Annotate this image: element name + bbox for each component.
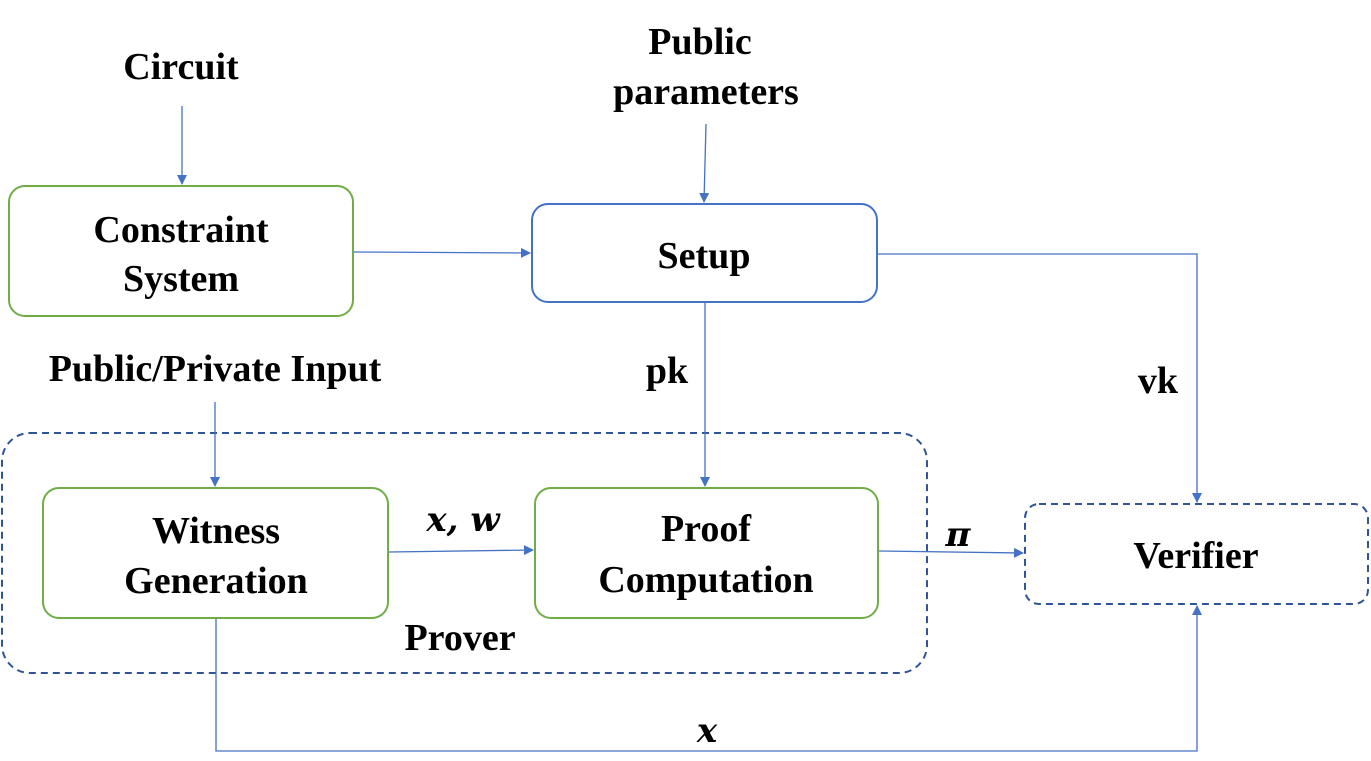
constraint-system-box xyxy=(8,185,354,317)
pi-label: π xyxy=(945,515,972,555)
x-w-label: x, w xyxy=(425,500,501,540)
proof-computation-line1: Proof xyxy=(661,508,752,550)
arrow-witness-to-verifier-x xyxy=(215,605,1202,752)
setup-box xyxy=(531,203,878,303)
public-private-input-label: Public/Private Input xyxy=(49,348,382,390)
proof-computation-line2: Computation xyxy=(598,559,813,601)
witness-generation-line1: Witness xyxy=(152,510,280,552)
x-label: x xyxy=(696,711,718,751)
circuit-label: Circuit xyxy=(123,46,239,88)
arrow-params-to-setup xyxy=(699,123,710,203)
prover-label: Prover xyxy=(404,617,515,659)
setup-label: Setup xyxy=(658,235,751,277)
constraint-system-line2: System xyxy=(123,258,239,300)
pk-label: pk xyxy=(646,350,689,392)
proof-computation-box xyxy=(534,487,879,619)
constraint-system-line1: Constraint xyxy=(93,209,269,251)
arrow-witness-to-proof xyxy=(388,545,534,556)
prover-group-border xyxy=(1,432,928,674)
witness-generation-line2: Generation xyxy=(124,560,308,602)
verifier-box xyxy=(1024,503,1369,605)
public-parameters-line1: Public xyxy=(648,21,751,63)
public-parameters-line2: parameters xyxy=(613,71,799,113)
vk-label: vk xyxy=(1138,360,1179,402)
arrow-setup-to-verifier-vk xyxy=(878,253,1202,503)
arrow-proof-to-verifier xyxy=(878,547,1024,558)
witness-generation-box xyxy=(42,487,389,619)
arrow-constraint-to-setup xyxy=(353,247,531,258)
verifier-label: Verifier xyxy=(1133,535,1258,577)
